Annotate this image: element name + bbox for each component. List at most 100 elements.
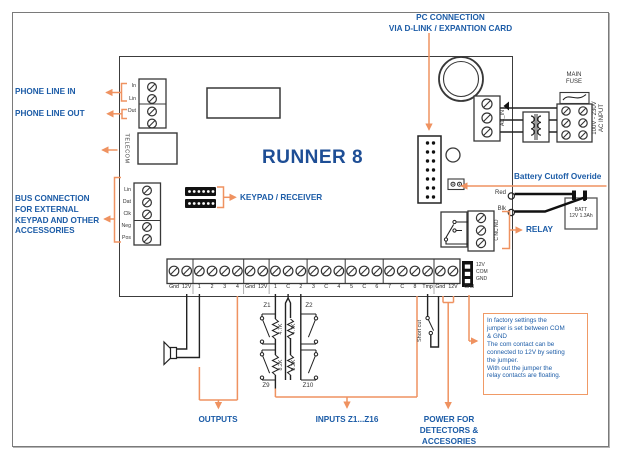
ac-wires: [500, 107, 557, 133]
contact-circles: [259, 219, 457, 380]
strip-terminal-label: 5: [350, 284, 353, 290]
screw-terminal: [447, 265, 459, 277]
strip-terminal-label: 1: [197, 284, 201, 290]
terminal-screws: [142, 81, 588, 277]
screw-terminal: [409, 265, 421, 277]
zone-feed-wires: [274, 294, 302, 380]
screw-terminal: [371, 265, 383, 277]
relay-contact-symbol: [445, 221, 468, 245]
wire-loop: [507, 192, 515, 200]
strip-terminal-label: 7: [388, 284, 391, 290]
battery-terminal-stub: [583, 190, 587, 200]
component-boxes: [133, 56, 598, 285]
ac-input-label: 100V - 230V AC INPUT: [592, 101, 605, 135]
zone-z10-label: Z10: [302, 381, 314, 389]
strip-terminal-label: Gnd: [169, 284, 179, 290]
eol-resistor: [286, 318, 295, 340]
screw-terminal: [422, 265, 434, 277]
screw-terminal: [257, 265, 269, 277]
strip-terminal-label: 6: [375, 284, 379, 290]
screw-terminal: [320, 265, 332, 277]
bus-label-neg: Neg: [121, 223, 131, 229]
bus-label-dat: Dat: [122, 198, 131, 205]
short-cut-label: Short cut: [417, 320, 423, 343]
speaker-icon: [163, 340, 178, 366]
strip-terminal-label: Gnd: [435, 284, 446, 290]
bus-label-lin: Lin: [124, 186, 131, 193]
keypad-bracket: [217, 186, 225, 209]
screw-terminal: [168, 265, 180, 277]
battery-red-lead: [514, 192, 575, 199]
battery-leads: [507, 192, 586, 217]
keypad-header-1: [185, 187, 216, 196]
screw-terminal: [142, 234, 153, 245]
screw-terminal: [475, 212, 487, 224]
pc-connector-header: [417, 135, 442, 204]
pin-headers: [185, 181, 587, 287]
strip-terminal-label: 12V: [182, 284, 192, 290]
aux-12v-label: 12V: [476, 261, 485, 268]
zone-z1-label: Z1: [263, 301, 271, 309]
strip-terminal-label: C: [324, 284, 329, 290]
screw-terminal: [561, 106, 571, 116]
power-bracket: [442, 296, 455, 304]
header-pins: [188, 141, 436, 205]
screw-terminal: [142, 209, 153, 220]
screw-terminal: [561, 118, 571, 128]
ac-in-label: AC_IN: [500, 109, 506, 127]
screw-terminal: [561, 130, 571, 140]
battery-black-lead: [514, 195, 586, 213]
eol-resistor: [286, 354, 295, 376]
strip-terminal-label: 3: [223, 284, 227, 290]
screw-terminal: [481, 112, 493, 124]
screw-terminal: [578, 106, 588, 116]
strip-terminal-label: C: [286, 284, 290, 290]
terminal-label-in: In: [131, 83, 136, 89]
screw-terminal: [147, 93, 158, 104]
telecom-module-box: [137, 132, 178, 165]
aux-gnd-terminal-label: Gnd: [464, 284, 474, 290]
siren-wires: [176, 294, 201, 359]
black-lead-label: Blk: [497, 206, 506, 212]
orange-callouts: [101, 33, 607, 410]
power-label: POWER FOR DETECTORS & ACCESORIES: [419, 415, 479, 446]
relay-label: RELAY: [526, 225, 553, 234]
strip-terminal-label: C: [362, 284, 367, 290]
screw-terminal: [147, 118, 158, 129]
screw-terminal: [181, 265, 193, 277]
screw-terminal: [193, 265, 205, 277]
wire-loop: [507, 208, 515, 217]
strip-terminal-label: C: [400, 284, 405, 290]
keypad-receiver-label: KEYPAD / RECEIVER: [240, 193, 323, 202]
screw-terminal: [147, 81, 158, 92]
battery-cutoff-label: Battery Cutoff Overide: [514, 172, 602, 181]
screw-terminal: [434, 265, 446, 277]
resistor-value-label: 4.7K: [291, 323, 297, 335]
battery-label: BATT 12V 1.3Ah: [569, 207, 593, 219]
black-wiring: [176, 107, 557, 389]
bus-connection-label: BUS CONNECTION FOR EXTERNAL KEYPAD AND O…: [15, 194, 100, 236]
screw-terminal: [475, 225, 487, 236]
page-border: [12, 12, 609, 447]
resistor-value-label: 8.2K: [291, 359, 297, 371]
outputs-label: OUTPUTS: [198, 415, 238, 424]
mounting-hole: [445, 147, 461, 163]
board-title: RUNNER 8: [262, 147, 364, 168]
screw-terminal: [481, 98, 493, 110]
fuse-symbol: [562, 94, 587, 101]
strip-terminal-label: 12V: [448, 284, 458, 290]
strip-group-dividers: [192, 259, 435, 284]
aux-gnd-label: GND: [476, 276, 488, 282]
screw-terminal: [147, 106, 158, 117]
resistor-value-label: 4.7K: [277, 323, 284, 335]
screw-terminal: [578, 130, 588, 140]
keypad-header-2: [185, 199, 216, 208]
strip-terminal-label: 4: [235, 284, 239, 290]
zone-z9-label: Z9: [262, 381, 270, 389]
strip-terminal-label: 8: [413, 284, 417, 290]
component-rectangle: [206, 87, 281, 119]
screw-terminal: [142, 222, 153, 233]
strip-terminal-label: 4: [337, 284, 341, 290]
screw-terminal: [346, 265, 357, 277]
phone-line-in-label: PHONE LINE IN: [15, 87, 76, 96]
